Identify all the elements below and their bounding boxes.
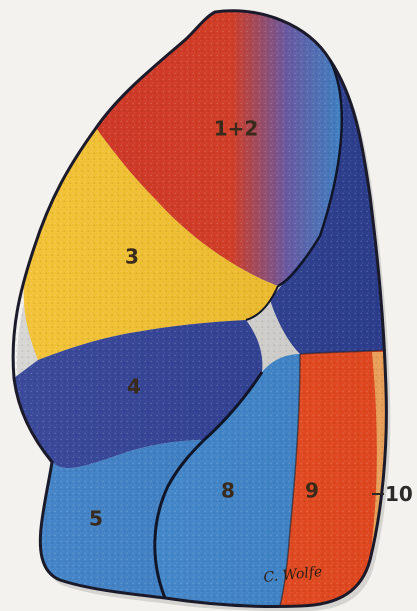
label-segment-4: 4 xyxy=(127,375,141,399)
label-segment-5: 5 xyxy=(89,507,103,531)
label-segment-8: 8 xyxy=(221,479,235,503)
label-segment-10: 10 xyxy=(385,482,413,506)
label-segment-9: 9 xyxy=(305,479,319,503)
label-segment-3: 3 xyxy=(125,245,139,269)
label-segment-1-2: 1+2 xyxy=(214,117,259,141)
